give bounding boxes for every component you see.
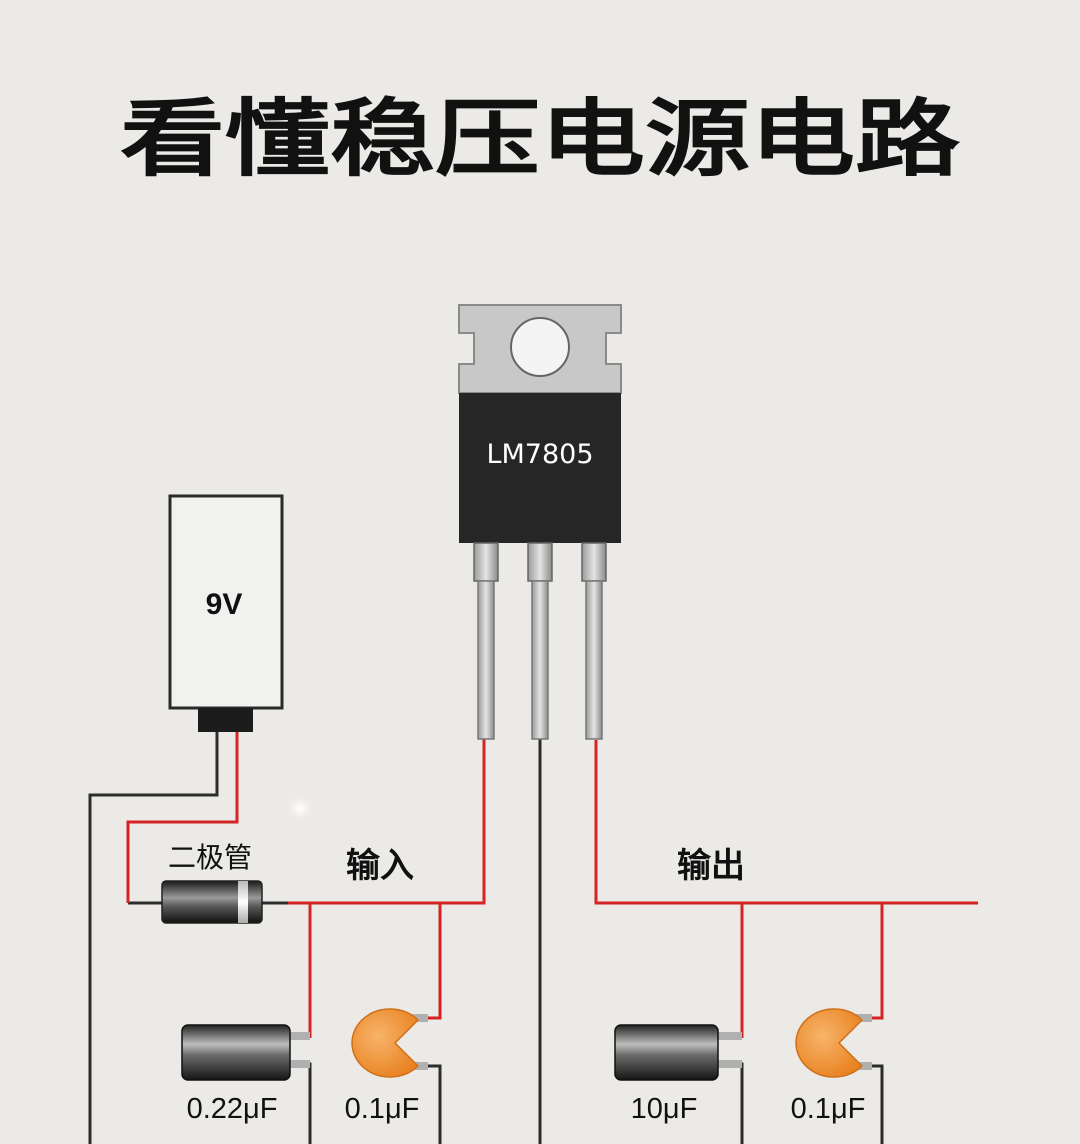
input-electrolytic-capacitor: 0.22μF xyxy=(181,1024,310,1125)
diode-cathode-stripe xyxy=(238,881,248,923)
output-drop-2 xyxy=(870,903,884,1020)
ground-wire-cap-1 xyxy=(290,1062,312,1144)
regulator-pin-input xyxy=(473,542,499,740)
ground-wires xyxy=(88,730,884,1144)
battery-body xyxy=(168,494,284,710)
output-electrolytic-capacitor-label: 10μF xyxy=(631,1093,698,1125)
output-electrolytic-capacitor: 10μF xyxy=(614,1024,742,1125)
regulator-lm7805: LM7805 xyxy=(458,304,622,740)
output-ceramic-capacitor-label: 0.1μF xyxy=(791,1093,866,1125)
regulator-pin-ground xyxy=(527,542,553,740)
page-title: 看懂稳压电源电路 xyxy=(120,90,961,188)
positive-wires xyxy=(126,730,978,1038)
input-ceramic-capacitor-label: 0.1μF xyxy=(345,1093,420,1125)
diode-label: 二极管 xyxy=(168,841,252,874)
battery-terminal xyxy=(198,708,253,732)
input-rail-wire xyxy=(288,738,486,905)
ground-wire-cap-4 xyxy=(870,1064,884,1144)
battery-label: 9V xyxy=(206,588,243,621)
diode-body xyxy=(161,880,263,924)
ground-wire-battery xyxy=(88,730,219,1144)
glow-dot xyxy=(284,792,316,824)
output-ceramic-capacitor: 0.1μF xyxy=(791,1008,872,1125)
output-rail-wire xyxy=(594,740,978,905)
ground-wire-cap-3 xyxy=(720,1062,744,1144)
regulator-label: LM7805 xyxy=(486,439,593,470)
mounting-hole-icon xyxy=(510,317,570,377)
battery-positive-wire xyxy=(126,730,239,903)
ground-wire-cap-2 xyxy=(425,1064,442,1144)
input-label: 输入 xyxy=(346,846,414,886)
diode: 二极管 xyxy=(161,841,263,924)
input-ceramic-capacitor: 0.1μF xyxy=(345,1008,428,1125)
input-electrolytic-capacitor-label: 0.22μF xyxy=(187,1093,278,1125)
regulator-pin-output xyxy=(581,542,607,740)
input-drop-2 xyxy=(425,903,442,1020)
battery-9v: 9V xyxy=(168,494,284,732)
output-label: 输出 xyxy=(677,846,745,886)
regulator-body xyxy=(459,393,621,543)
